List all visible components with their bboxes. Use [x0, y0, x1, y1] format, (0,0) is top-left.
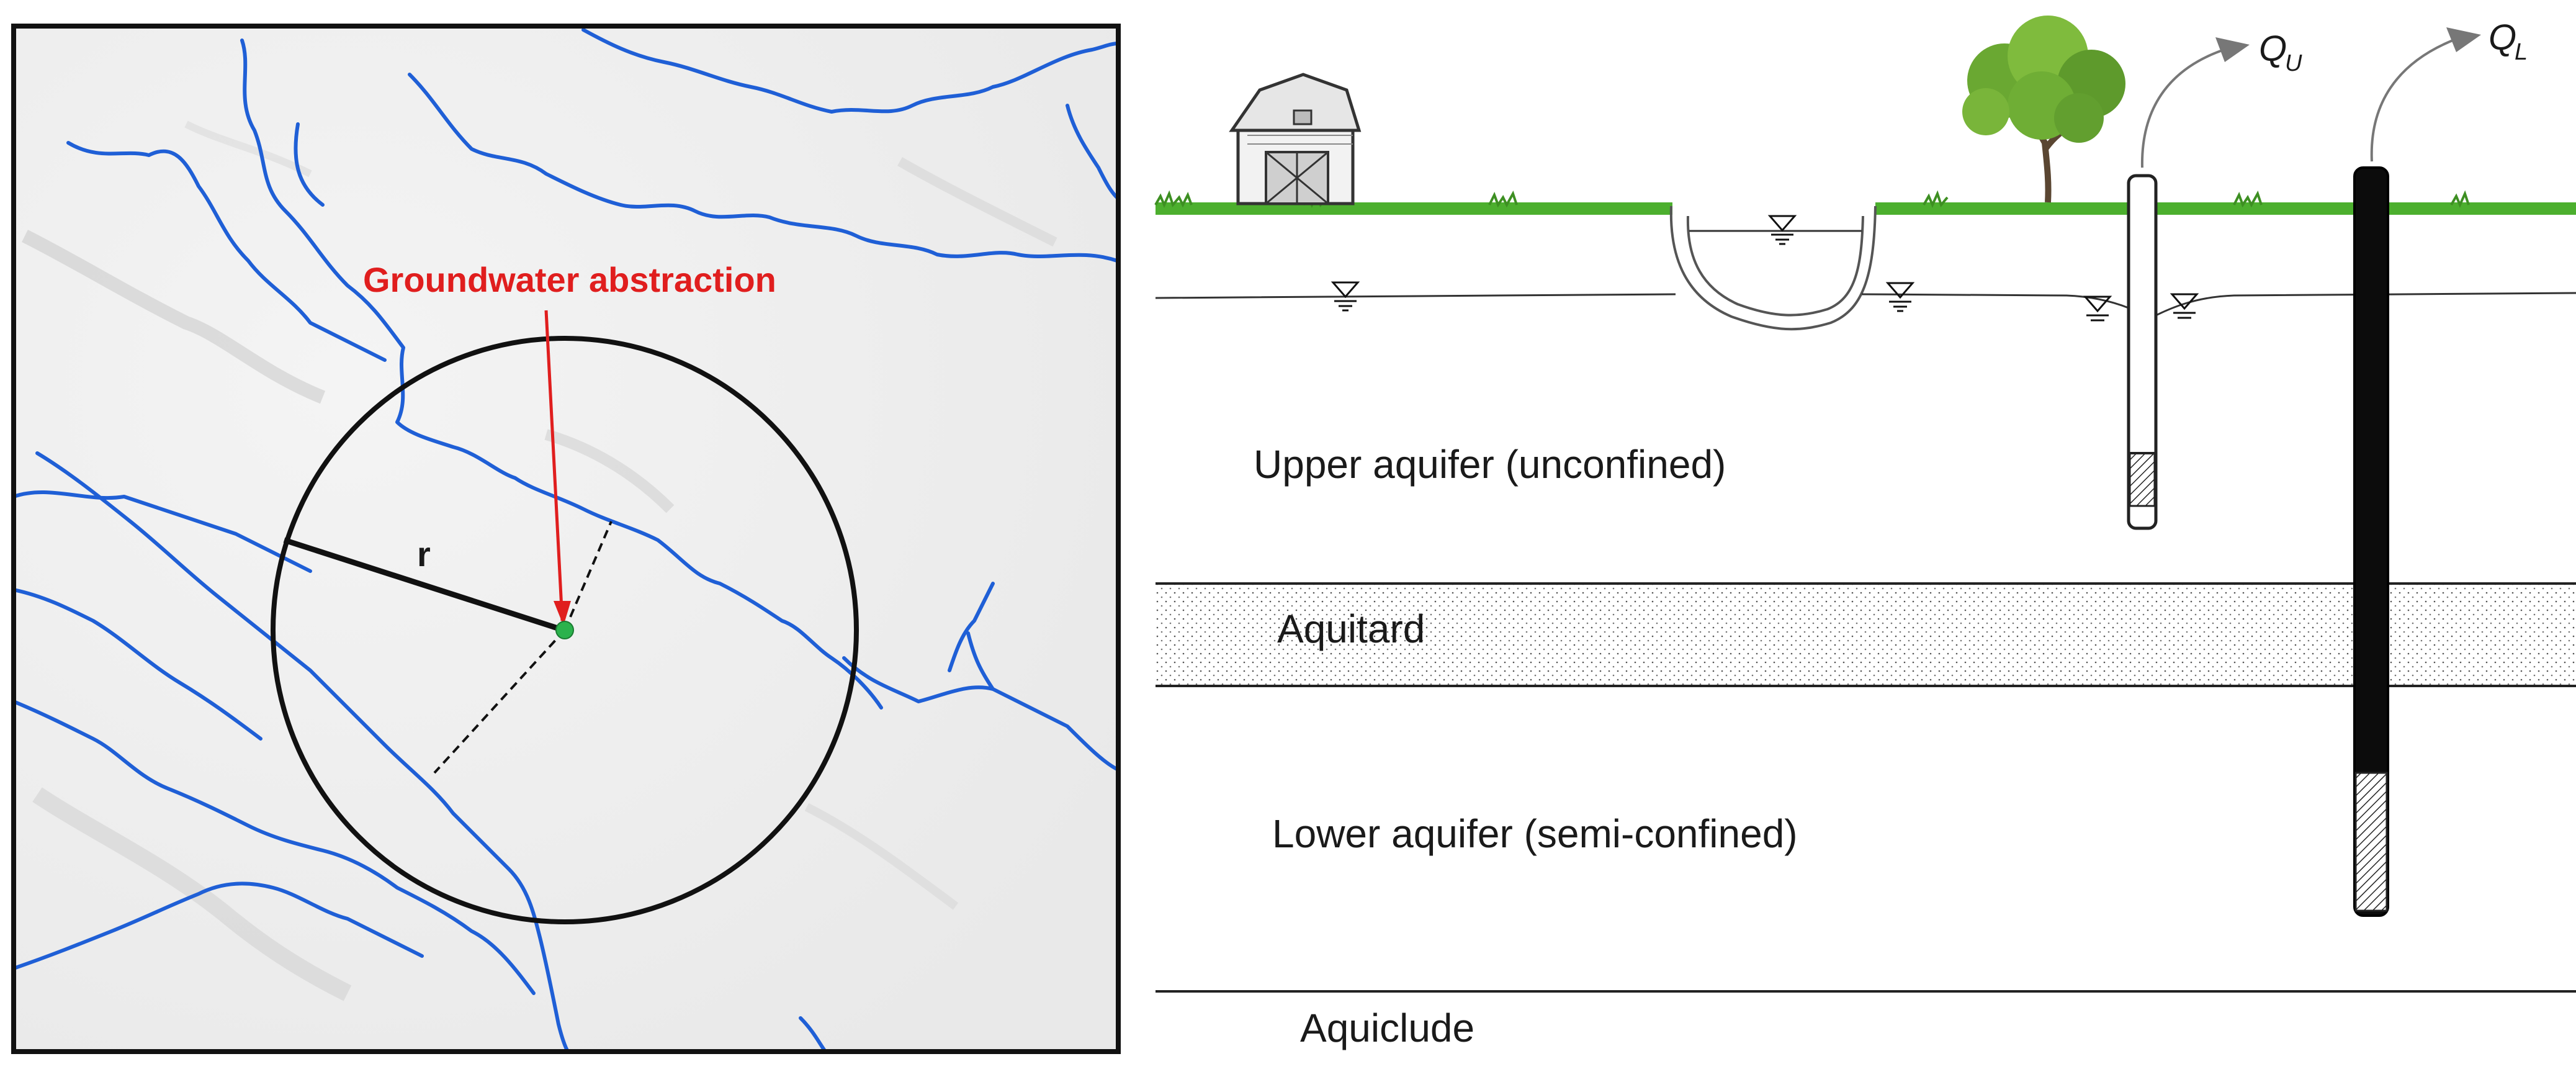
river — [14, 490, 312, 573]
aquitard-layer — [1156, 584, 2576, 686]
river — [948, 582, 995, 672]
tree-icon — [1962, 16, 2125, 203]
upper-well-arrowhead — [2215, 37, 2250, 62]
abstraction-arrowhead — [554, 601, 571, 626]
q-lower-subscript: L — [2515, 39, 2528, 65]
river — [35, 451, 570, 1052]
lower-well-screen — [2354, 772, 2388, 912]
upper-well — [2127, 174, 2158, 530]
abstraction-arrow — [544, 310, 564, 621]
water-table-icon — [1331, 281, 1360, 312]
upper-well-screen — [2129, 452, 2156, 507]
radius-label: r — [417, 534, 431, 574]
barn-icon — [1229, 73, 1362, 205]
map-background — [14, 26, 1118, 1052]
map-frame — [11, 24, 1121, 1054]
water-table-icon — [1885, 282, 1915, 312]
river — [799, 1016, 827, 1052]
lower-well — [2353, 166, 2389, 917]
river — [966, 631, 995, 691]
aquiclude-label: Aquiclude — [1300, 1006, 1474, 1050]
channel-outer-bank — [1669, 205, 1877, 331]
river — [581, 28, 1118, 114]
river — [294, 122, 325, 207]
well-location-dot — [555, 621, 574, 639]
lower-well-casing — [2353, 166, 2389, 917]
terrain-relief — [22, 120, 1057, 1001]
river — [66, 141, 387, 362]
radius-circle — [271, 336, 859, 924]
water-table-icon — [2083, 295, 2112, 322]
upper-well-flow-arrow — [2140, 47, 2228, 168]
lower-well-arrowhead — [2446, 27, 2481, 52]
dashed-boundary-line — [563, 521, 613, 631]
river — [408, 73, 1118, 263]
river — [14, 588, 263, 741]
ground-surface — [1875, 202, 2576, 215]
dashed-boundary-line — [433, 629, 566, 774]
q-lower-label: Q — [2488, 17, 2516, 58]
ground-surface — [1156, 202, 1672, 215]
lower-well-flow-arrow — [2370, 37, 2458, 162]
river — [14, 700, 536, 995]
q-upper-label: Q — [2259, 29, 2287, 69]
channel-inner-bank — [1686, 215, 1864, 317]
cross-section-panel: Q U Q L Upper aquifer (unconfined) Aquit… — [1154, 16, 2576, 1050]
lower-aquifer-label: Lower aquifer (semi-confined) — [1272, 811, 1798, 856]
q-upper-subscript: U — [2285, 50, 2302, 76]
river-network — [14, 28, 1118, 1052]
map-panel: r Groundwater abstraction — [11, 24, 1121, 1054]
radius-line — [283, 537, 565, 633]
upper-well-casing — [2127, 174, 2158, 530]
river — [240, 38, 883, 710]
river — [14, 881, 424, 970]
upper-aquifer-label: Upper aquifer (unconfined) — [1254, 442, 1726, 487]
river — [1066, 104, 1118, 201]
water-table-icon — [2170, 293, 2199, 319]
abstraction-label: Groundwater abstraction — [363, 260, 776, 299]
aquitard-label: Aquitard — [1277, 606, 1425, 651]
water-table-icon — [1767, 215, 1797, 245]
